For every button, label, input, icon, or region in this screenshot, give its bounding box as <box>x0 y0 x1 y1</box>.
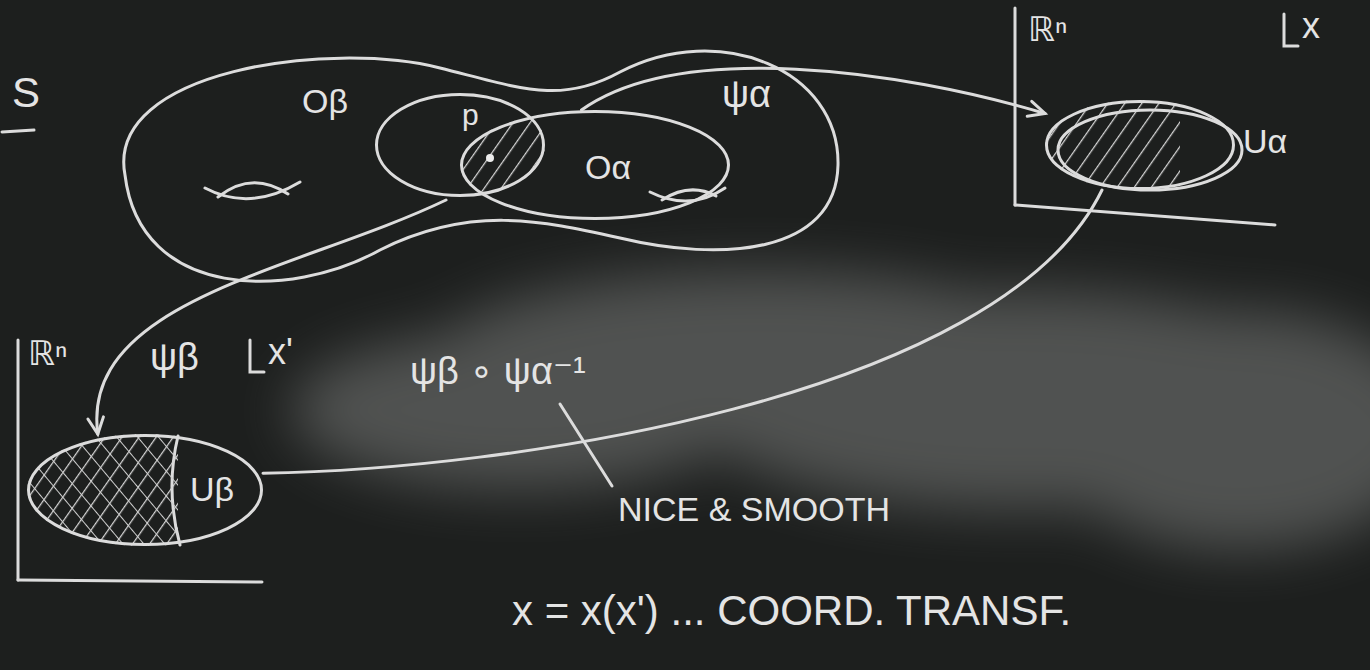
handle-curve <box>205 182 300 199</box>
region-node: Oα <box>460 110 730 220</box>
coordinate-corner <box>1284 14 1298 46</box>
region-node: Uβ <box>27 434 263 546</box>
image-hatching <box>27 434 178 546</box>
axis <box>17 340 20 580</box>
title-underline <box>2 130 34 132</box>
title-letter: S <box>12 72 40 114</box>
image-hatching <box>1045 100 1180 190</box>
note: NICE & SMOOTH <box>618 492 890 526</box>
coordinate-label: x' <box>268 334 293 370</box>
map-label: ψα <box>722 75 771 113</box>
axis <box>18 580 262 582</box>
space-label: ℝⁿ <box>1028 12 1067 46</box>
image-hatching <box>27 434 178 546</box>
erased-smudge <box>290 270 1370 550</box>
formula: x = x(x') ... COORD. TRANSF. <box>512 590 1071 632</box>
map-arrow <box>582 68 1046 113</box>
handle-curve <box>218 183 288 197</box>
region-ellipse <box>29 436 262 545</box>
region-ellipse <box>462 112 729 219</box>
coordinate-label: x <box>1302 8 1320 44</box>
region-ellipse <box>377 95 544 196</box>
map-label: ψβ <box>150 338 199 376</box>
arrow-head <box>88 417 104 434</box>
region-label: Oβ <box>302 84 348 118</box>
map-label: ψβ ∘ ψα⁻¹ <box>410 352 586 390</box>
region-node: Uα <box>1045 100 1235 190</box>
region-label: Oα <box>585 150 631 184</box>
space-label: ℝⁿ <box>28 336 67 370</box>
arrow-head <box>1027 101 1045 116</box>
overlap-hatching <box>375 93 545 197</box>
region-label: Uβ <box>190 472 234 506</box>
smudge <box>1040 310 1370 550</box>
point-dot <box>486 154 494 162</box>
point-label: p <box>460 100 481 130</box>
region-label: Uα <box>1243 124 1287 158</box>
region-node: Oβ <box>290 80 550 200</box>
coordinate-corner <box>250 340 264 372</box>
chalk-lines <box>2 8 1298 582</box>
map-arrow <box>263 190 1102 473</box>
axis <box>1015 205 1275 225</box>
region-ellipse <box>1047 102 1234 189</box>
map-arrow <box>97 200 446 434</box>
manifold-outline <box>124 51 838 281</box>
region-outline <box>1045 100 1235 190</box>
